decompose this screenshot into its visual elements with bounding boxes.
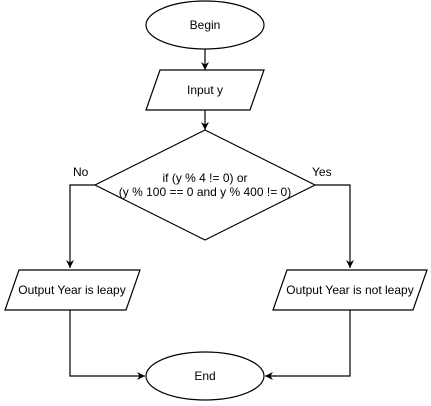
connector-left-end bbox=[69, 310, 145, 380]
decision-node: if (y % 4 != 0) or (y % 100 == 0 and y %… bbox=[93, 129, 317, 241]
end-label: End bbox=[194, 369, 215, 383]
output-leapy-node: Output Year is leapy bbox=[4, 269, 141, 311]
output-not-leapy-node: Output Year is not leapy bbox=[272, 269, 428, 311]
input-node: Input y bbox=[145, 69, 265, 111]
connector-decision-yes bbox=[315, 184, 354, 268]
decision-label-line1: if (y % 4 != 0) or bbox=[162, 171, 247, 185]
yes-branch-label: Yes bbox=[312, 165, 332, 179]
output-leapy-label: Output Year is leapy bbox=[18, 283, 125, 297]
output-not-leapy-label: Output Year is not leapy bbox=[286, 283, 413, 297]
begin-node: Begin bbox=[145, 0, 265, 50]
connector-decision-no bbox=[66, 184, 95, 268]
connector-right-end bbox=[265, 310, 351, 380]
no-branch-label: No bbox=[73, 165, 89, 179]
decision-label-line2: (y % 100 == 0 and y % 400 != 0) bbox=[119, 185, 291, 199]
end-node: End bbox=[145, 351, 265, 401]
input-label: Input y bbox=[187, 83, 223, 97]
begin-label: Begin bbox=[190, 18, 221, 32]
